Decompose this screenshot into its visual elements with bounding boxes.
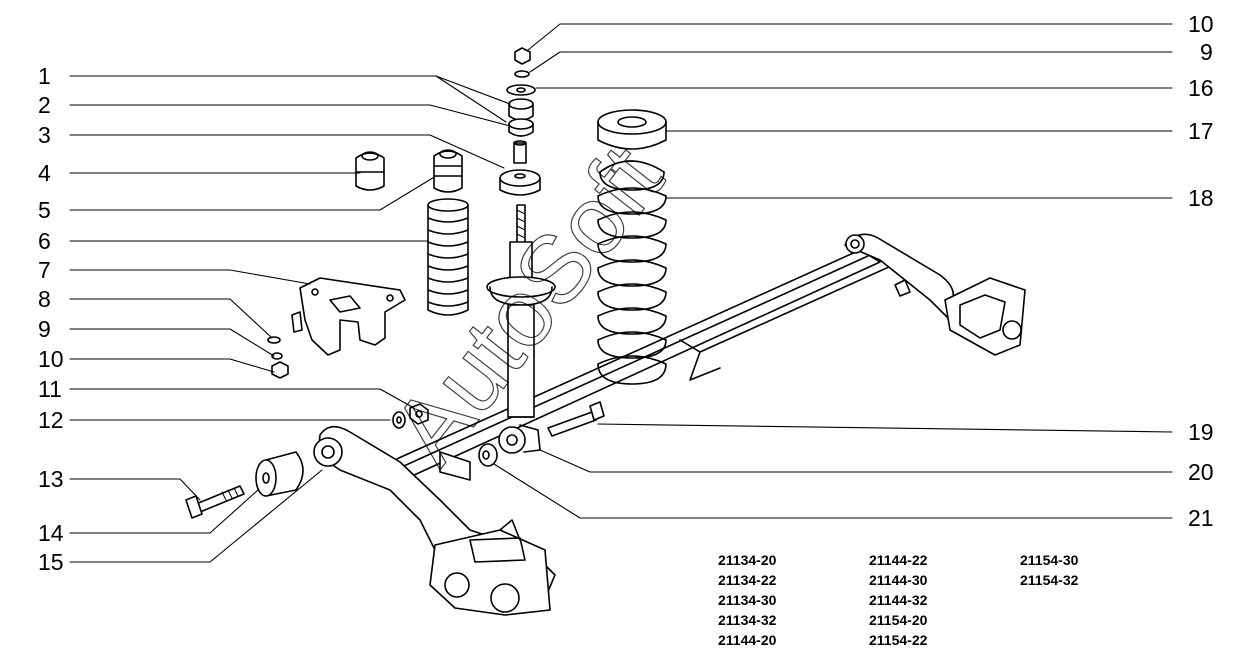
model-code: 21144-22 — [869, 552, 928, 568]
callout-8: 8 — [38, 286, 51, 312]
model-codes-col-3: 21154-30 21154-32 — [1020, 550, 1078, 590]
callout-2: 2 — [38, 92, 51, 118]
washer-12 — [392, 411, 406, 429]
left-trailing-arm — [313, 425, 556, 616]
callout-1: 1 — [38, 63, 51, 89]
top-mount-stack — [506, 47, 536, 164]
callout-15: 15 — [38, 549, 64, 575]
model-code: 21134-20 — [718, 552, 777, 568]
callout-5: 5 — [38, 197, 51, 223]
right-trailing-arm — [844, 233, 1026, 356]
shock-absorber — [486, 204, 556, 454]
model-code: 21154-22 — [869, 632, 928, 648]
left-callouts: 1 2 3 4 5 6 7 8 9 10 11 12 13 14 15 — [38, 63, 64, 575]
model-code: 21134-22 — [718, 572, 777, 588]
model-code: 21144-20 — [718, 632, 777, 648]
callout-r-18: 18 — [1188, 185, 1214, 211]
protective-boot — [427, 198, 469, 316]
callout-10: 10 — [38, 346, 64, 372]
right-callouts: 10 9 16 17 18 19 20 21 — [1188, 11, 1214, 531]
callout-11: 11 — [38, 376, 62, 402]
model-code: 21154-20 — [869, 612, 928, 628]
model-code: 21134-32 — [718, 612, 777, 628]
callout-r-17: 17 — [1188, 118, 1214, 144]
callout-13: 13 — [38, 466, 64, 492]
spring-insulator — [597, 109, 667, 150]
callout-7: 7 — [38, 257, 51, 283]
callout-r-19: 19 — [1188, 419, 1214, 445]
bracket — [291, 277, 406, 356]
bump-stop-4 — [355, 151, 385, 191]
model-code: 21144-32 — [869, 592, 928, 608]
right-leader-lines — [493, 23, 1173, 519]
nut-11 — [409, 403, 429, 425]
callout-9: 9 — [38, 316, 51, 342]
bolt-19 — [547, 401, 605, 437]
callout-4: 4 — [38, 160, 51, 186]
callout-r-9: 9 — [1200, 39, 1213, 65]
callout-r-21: 21 — [1188, 505, 1214, 531]
coil-spring — [597, 160, 667, 385]
callout-14: 14 — [38, 520, 64, 546]
bolt-13 — [185, 485, 245, 519]
callout-r-16: 16 — [1188, 75, 1214, 101]
left-leader-lines — [69, 75, 511, 563]
model-code: 21144-30 — [869, 572, 928, 588]
model-code: 21134-30 — [718, 592, 777, 608]
model-code: 21154-32 — [1020, 572, 1079, 588]
callout-6: 6 — [38, 228, 51, 254]
bracket-fasteners — [267, 336, 289, 379]
model-code: 21154-30 — [1020, 552, 1079, 568]
callout-r-20: 20 — [1188, 459, 1214, 485]
model-codes-col-2: 21144-22 21144-30 21144-32 21154-20 2115… — [869, 550, 927, 650]
callout-r-10: 10 — [1188, 11, 1214, 37]
callout-3: 3 — [38, 122, 51, 148]
bump-stop-5 — [433, 149, 463, 193]
silent-block — [255, 451, 304, 497]
upper-cushion — [499, 169, 541, 196]
axle-beam — [389, 249, 901, 481]
callout-12: 12 — [38, 407, 64, 433]
model-codes-col-1: 21134-20 21134-22 21134-30 21134-32 2114… — [718, 550, 776, 650]
bushing-21 — [478, 443, 498, 467]
